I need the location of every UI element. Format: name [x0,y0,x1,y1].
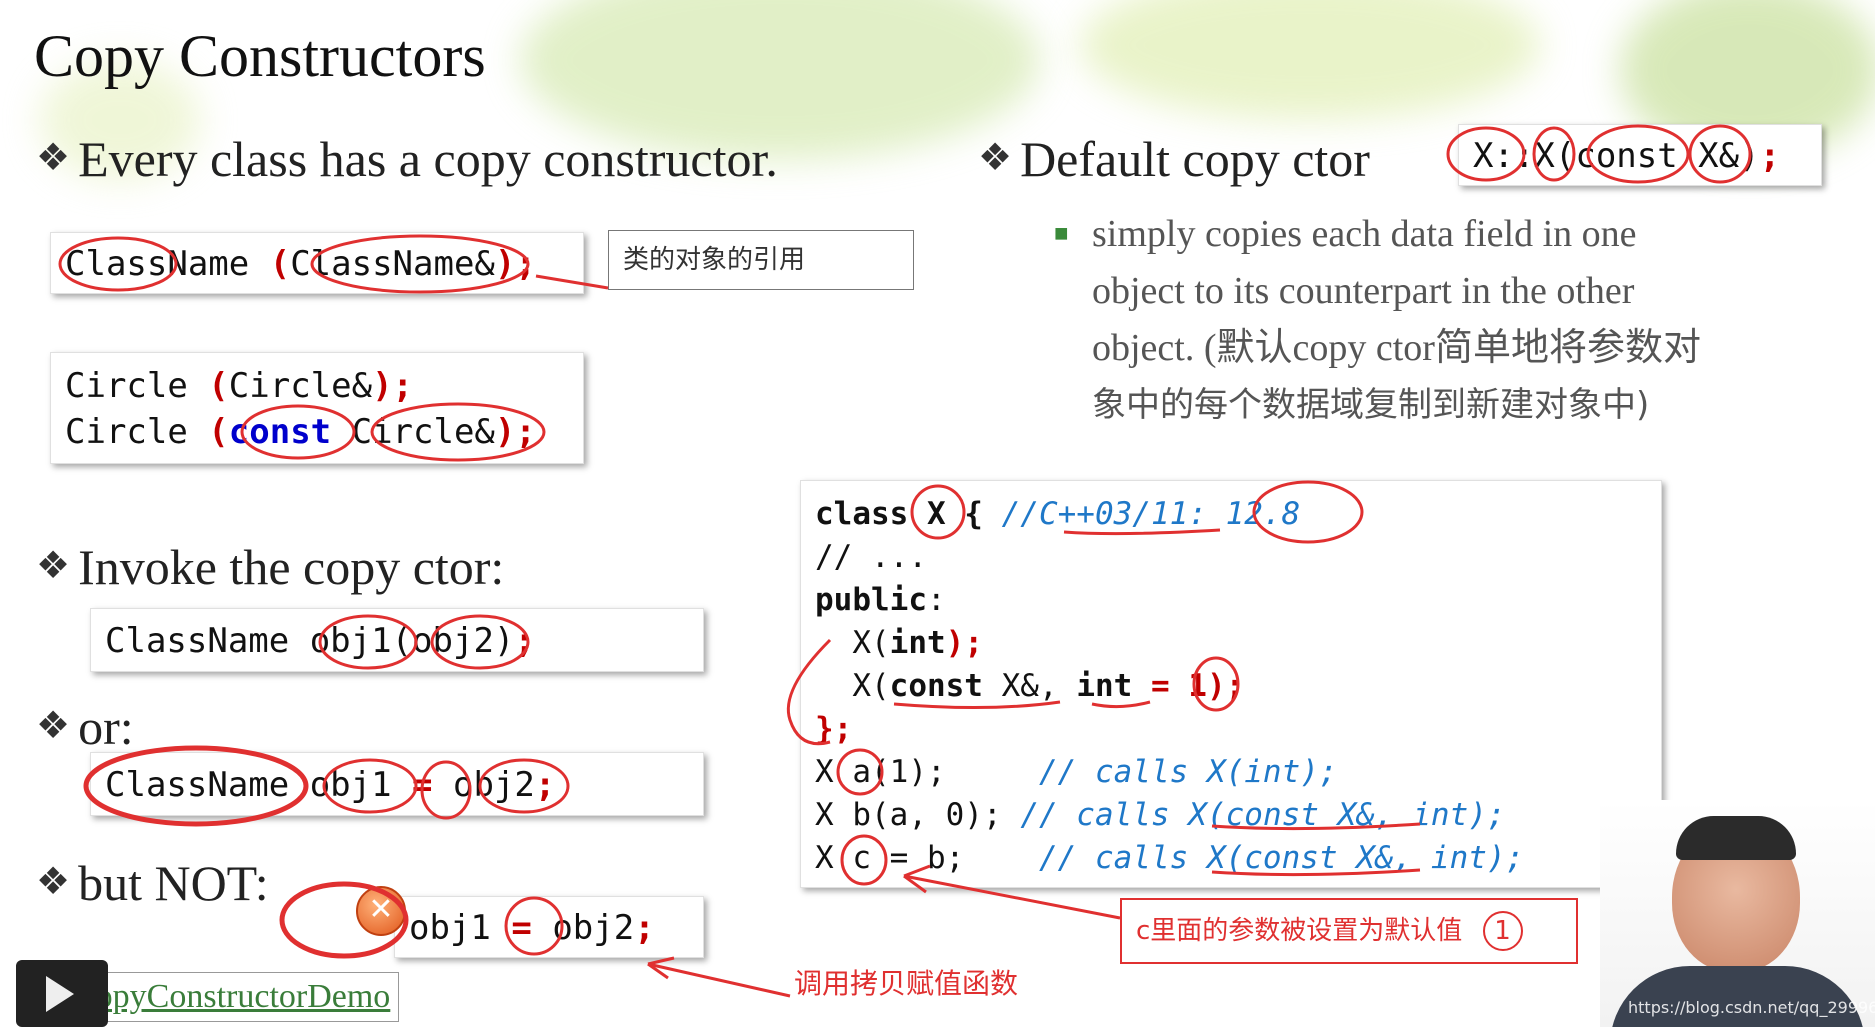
bullet-default-copy-ctor: ❖Default copy ctor [978,130,1370,188]
annotation-arrow [647,962,791,998]
bullet-mark-icon: ❖ [36,545,71,587]
code-line: ClassName (ClassName&); [65,244,536,284]
code-line: class X { //C++03/11: 12.8 [815,496,1301,532]
bullet-or: ❖or: [36,698,134,756]
code-line: ClassName obj1 = obj2; [105,765,556,805]
slide-title: Copy Constructors [34,23,486,89]
sub-bullet-default-ctor-explanation: ■ simply copies each data field in one o… [1054,206,1701,434]
play-icon [46,976,74,1012]
presenter-body [1610,966,1865,1027]
bullet-invoke: ❖Invoke the copy ctor: [36,538,504,596]
square-bullet-icon: ■ [1054,221,1069,247]
presenter-hair [1676,816,1796,860]
demo-link[interactable]: CopyConstructorDemo [64,972,400,1022]
code-class-x: class X { //C++03/11: 12.8 // ... public… [800,480,1662,888]
code-invoke-assign-init: ClassName obj1 = obj2; [90,752,704,816]
code-line: obj1 = obj2; [409,908,655,948]
code-line: // ... [815,539,927,575]
sub-bullet-line: object to its counterpart in the other [1092,270,1635,312]
sub-bullet-line: simply copies each data field in one [1092,213,1637,255]
sub-bullet-line: object. (默认copy ctor简单地将参数对 [1092,327,1701,369]
code-line: X(int); [815,625,983,661]
code-default-signature: X::X(const X&); [1458,124,1822,186]
error-x-icon: ✕ [356,886,406,936]
circled-number: 1 [1482,911,1523,951]
annotation-arrow-head [647,956,675,980]
play-button[interactable] [16,960,108,1027]
bullet-mark-icon: ❖ [36,137,71,179]
annotation-assign-note: 调用拷贝赋值函数 [794,967,1019,1000]
background-leaf-decoration [1080,0,1540,120]
watermark-url: https://blog.csdn.net/qq_29996285 [1628,998,1875,1017]
code-invoke-direct: ClassName obj1(obj2); [90,608,704,672]
bullet-text: Every class has a copy constructor. [78,131,778,187]
code-classname-ref: ClassName (ClassName&); [50,232,584,294]
code-line: ClassName obj1(obj2); [105,621,535,661]
code-line: }; [815,711,853,747]
bullet-mark-icon: ❖ [978,137,1013,179]
code-line: X c = b; // calls X(const X&, int); [815,840,1525,876]
callout-reference-note: 类的对象的引用 [608,230,914,290]
bullet-every-class: ❖Every class has a copy constructor. [36,130,778,188]
code-circle-ctors: Circle (Circle&); Circle (const Circle&)… [50,352,584,464]
code-not-assignment: obj1 = obj2; [394,896,704,958]
bullet-text: or: [78,699,134,755]
bullet-text: Invoke the copy ctor: [78,539,505,595]
code-line: X(const X&, int = 1); [815,668,1245,704]
bullet-text: but NOT: [78,855,269,911]
annotation-default-value-note: c里面的参数被设置为默认值 1 [1120,898,1578,964]
code-line: X b(a, 0); // calls X(const X&, int); [815,797,1506,833]
bullet-but-not: ❖but NOT: [36,854,269,912]
presenter-video [1600,800,1875,1027]
background-leaf-decoration [40,60,200,180]
code-line: Circle (Circle&); [65,366,414,406]
bullet-text: Default copy ctor [1020,131,1370,187]
code-line: public: [815,582,946,618]
bullet-mark-icon: ❖ [36,861,71,903]
code-line: Circle (const Circle&); [65,412,536,452]
background-leaf-decoration [520,0,1040,160]
code-line: X::X(const X&); [1473,136,1781,176]
sub-bullet-line: 象中的每个数据域复制到新建对象中) [1092,385,1650,425]
code-line: X a(1); // calls X(int); [815,754,1338,790]
bullet-mark-icon: ❖ [36,705,71,747]
